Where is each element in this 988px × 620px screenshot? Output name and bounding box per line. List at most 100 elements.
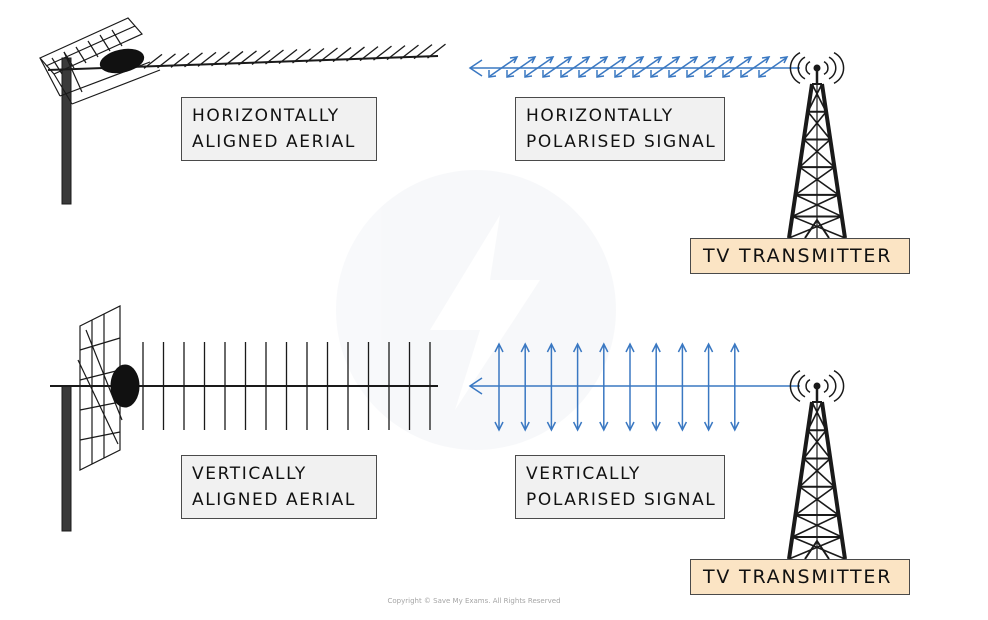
copyright-footer: Copyright © Save My Exams. All Rights Re…: [387, 597, 561, 605]
oscillation-arrowhead: [506, 70, 515, 78]
oscillation-arrowhead: [527, 56, 537, 64]
horizontal-signal: [468, 56, 800, 78]
aerial-reflector: [77, 305, 123, 471]
aerial-hub: [110, 364, 140, 408]
tower-brace: [799, 166, 840, 196]
oscillation-arrowhead: [563, 56, 573, 64]
oscillation-stroke: [705, 57, 733, 77]
oscillation-stroke: [723, 57, 751, 77]
tower-beacon: [813, 382, 821, 390]
oscillation-stroke: [615, 57, 643, 77]
tower-brace: [807, 429, 831, 460]
tower-beacon: [813, 64, 821, 72]
oscillation-arrowhead: [542, 70, 551, 78]
oscillation-arrowhead: [625, 342, 635, 353]
oscillation-stroke: [687, 57, 715, 77]
oscillation-arrowhead: [617, 56, 627, 64]
signal-oscillations: [488, 56, 789, 78]
tower-brace: [803, 457, 835, 488]
signal-arrowhead: [468, 59, 483, 77]
aerial-element: [197, 51, 217, 67]
oscillation-arrowhead: [707, 56, 717, 64]
horizontal-signal-label: HORIZONTALLY POLARISED SIGNAL: [515, 97, 725, 161]
tv-transmitter-label-top: TV TRANSMITTER: [690, 238, 910, 274]
tower-brace: [791, 215, 846, 239]
signal-oscillations: [494, 342, 740, 432]
oscillation-stroke: [525, 57, 553, 77]
oscillation-arrowhead: [653, 56, 663, 64]
label-line-1: HORIZONTALLY: [192, 106, 340, 126]
oscillation-arrowhead: [677, 421, 688, 432]
aerial-elements: [143, 43, 446, 69]
aerial-element: [332, 47, 352, 63]
tower-brace: [794, 486, 835, 516]
aerial-element: [211, 51, 230, 67]
radio-waves-icon: [833, 370, 845, 402]
aerial-element: [427, 43, 446, 59]
radio-waves-icon: [828, 374, 837, 398]
aerial-element: [319, 47, 338, 63]
radio-waves-icon: [805, 61, 811, 75]
aerial-element: [373, 45, 392, 61]
aerial-element: [292, 48, 311, 64]
tower-leg: [787, 401, 814, 560]
aerial-element: [184, 52, 203, 68]
vertical-aerial: [50, 305, 438, 532]
oscillation-arrowhead: [578, 70, 587, 78]
aerial-element: [305, 48, 325, 64]
oscillation-arrowhead: [625, 421, 635, 432]
oscillation-arrowhead: [779, 56, 789, 64]
aerial-mast: [61, 57, 72, 205]
tower-brace: [799, 457, 831, 488]
aerial-element: [251, 49, 271, 65]
label-line-1: VERTICALLY: [526, 464, 641, 484]
aerial-element: [359, 46, 379, 62]
label-line-2: POLARISED SIGNAL: [526, 132, 717, 152]
tower-brace: [794, 166, 835, 196]
vertical-aerial-label: VERTICALLY ALIGNED AERIAL: [181, 455, 377, 519]
tower-brace: [791, 536, 846, 560]
oscillation-arrowhead: [703, 342, 714, 353]
tower-brace: [788, 215, 843, 239]
transmitter-tower-icon: [787, 370, 847, 560]
radio-waves-icon: [828, 56, 837, 80]
tower-leg: [820, 83, 847, 239]
oscillation-arrowhead: [546, 342, 557, 353]
oscillation-arrowhead: [599, 56, 609, 64]
oscillation-stroke: [633, 57, 661, 77]
tower-brace: [803, 138, 835, 168]
signal-arrowhead: [468, 377, 483, 395]
oscillation-arrowhead: [599, 421, 609, 432]
oscillation-arrowhead: [581, 56, 591, 64]
oscillation-arrowhead: [651, 342, 661, 353]
tower-brace: [799, 138, 831, 168]
oscillation-stroke: [489, 57, 517, 77]
tower-brace: [807, 83, 823, 113]
oscillation-arrowhead: [494, 342, 504, 353]
radio-waves-icon: [789, 370, 801, 402]
tower-brace: [795, 194, 843, 218]
radio-waves-icon: [823, 61, 829, 75]
oscillation-arrowhead: [730, 342, 740, 353]
oscillation-arrowhead: [596, 70, 605, 78]
radio-waves-icon: [789, 52, 801, 84]
tower-leg: [787, 83, 814, 239]
label-line-2: ALIGNED AERIAL: [192, 490, 356, 510]
vertical-signal: [468, 342, 800, 432]
oscillation-stroke: [543, 57, 571, 77]
oscillation-arrowhead: [761, 56, 771, 64]
oscillation-arrowhead: [635, 56, 645, 64]
aerial-element: [238, 50, 257, 66]
tower-brace: [803, 429, 827, 460]
oscillation-arrowhead: [520, 342, 530, 353]
aerial-element: [157, 53, 176, 69]
oscillation-stroke: [579, 57, 607, 77]
oscillation-arrowhead: [722, 70, 731, 78]
tower-brace: [791, 194, 839, 218]
tower-brace: [803, 111, 827, 140]
aerial-element: [224, 50, 244, 66]
horizontal-aerial: [39, 17, 446, 205]
oscillation-arrowhead: [632, 70, 641, 78]
oscillation-arrowhead: [614, 70, 623, 78]
